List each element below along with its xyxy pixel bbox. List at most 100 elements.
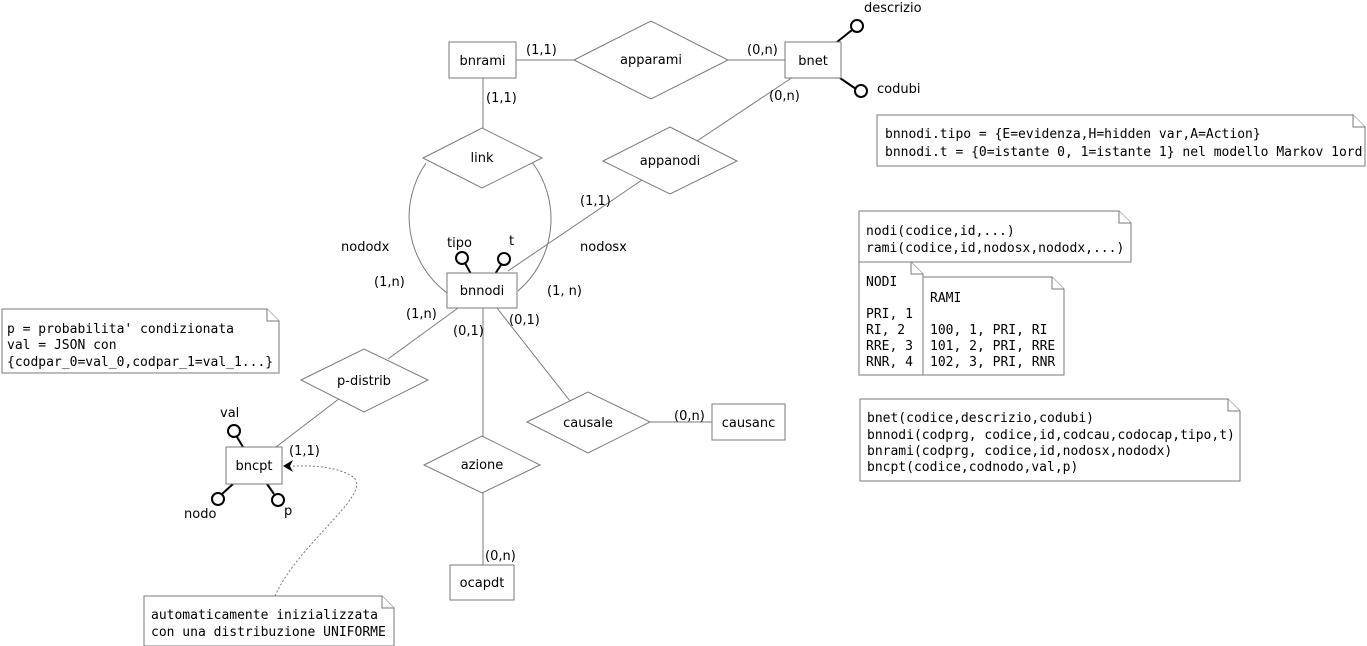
attr-label-codubi: codubi [877,82,920,97]
attr-label-tipo: tipo [447,236,472,251]
note-rami-row: 100, 1, PRI, RI [930,323,1047,338]
attr-circle-nodo [211,492,225,506]
note-rami-row: 102, 3, PRI, RNR [930,355,1055,370]
relationship-label-azione: azione [461,458,504,473]
relationship-apparami[interactable]: apparami [572,20,730,100]
attr-line-nodo [221,483,234,495]
entity-label-ocapdt: ocapdt [460,576,505,591]
note-nodi-example: NODI PRI, 1 RI, 2 RRE, 3 RNR, 4 [858,261,924,376]
note-schema-tables-line: bncpt(codice,codnodo,val,p) [867,460,1078,475]
arc-link-nododx [408,162,448,294]
note-uniform: automaticamente inizializzata con una di… [143,595,395,646]
entity-label-bncpt: bncpt [236,459,273,474]
cardinality-ocapdt-azione: (0,n) [485,549,516,564]
arc-link-nodosx [517,161,552,292]
note-cpt-line: p = probabilita' condizionata [7,322,234,337]
attr-circle-codubi [854,84,868,98]
entity-label-causanc: causanc [722,416,775,431]
role-label-nodosx: nodosx [580,240,627,255]
cardinality-bnnodi-link-dx: (1,n) [374,275,405,290]
cardinality-bnnodi-link-sx: (1, n) [547,284,582,299]
attributes: descrizio codubi tipo t val nodo p [184,1,922,522]
note-cpt-line: val = JSON con [7,338,117,353]
relationship-appanodi[interactable]: appanodi [601,126,739,195]
entity-ocapdt[interactable]: ocapdt [449,564,515,601]
note-schema-tables-line: bnrami(codprg, codice,id,nodosx,nododx) [867,444,1172,459]
entity-bncpt[interactable]: bncpt [225,446,283,485]
relationship-p-distrib[interactable]: p-distrib [299,348,430,413]
note-nodi-row: PRI, 1 [866,307,913,322]
attr-circle-t [497,252,511,266]
cardinality-bnet-appanodi: (0,n) [769,89,800,104]
note-schema-tables-line: bnnodi(codprg, codice,id,codcau,codocap,… [867,428,1235,443]
cardinality-bnnodi-appanodi: (1,1) [580,194,611,209]
line-bnnodi-pdistrib [387,307,459,360]
note-rami-row: 101, 2, PRI, RRE [930,339,1055,354]
entity-bnnodi[interactable]: bnnodi [446,272,518,309]
note-cpt: p = probabilita' condizionata val = JSON… [1,308,280,374]
attr-line-p [266,483,275,495]
note-uniform-line: con una distribuzione UNIFORME [151,625,386,640]
entity-label-bnet: bnet [798,54,828,69]
cardinality-bnrami-apparami: (1,1) [526,43,557,58]
note-schema-generic: nodi(codice,id,...) rami(codice,id,nodos… [858,210,1132,263]
attr-label-t: t [509,234,514,249]
connections [274,59,794,597]
attr-label-p: p [284,504,292,519]
line-bnnodi-causale [496,307,571,402]
attr-circle-tipo [455,251,469,265]
note-rami-example: RAMI 100, 1, PRI, RI 101, 2, PRI, RRE 10… [922,276,1065,376]
note-uniform-line: automaticamente inizializzata [151,608,378,623]
arrow-head-icon [283,460,293,472]
line-pdistrib-bncpt [275,397,341,448]
relationship-azione[interactable]: azione [422,435,542,494]
entity-causanc[interactable]: causanc [711,403,786,441]
entity-bnrami[interactable]: bnrami [448,41,517,79]
relationship-label-apparami: apparami [620,53,682,68]
cardinalities: (1,1) (0,n) (1,1) (0,n) (1,1) (1,n) (1, … [289,43,800,564]
role-label-nododx: nododx [341,240,390,255]
attr-label-val: val [220,406,239,421]
note-schema-tables: bnet(codice,descrizio,codubi) bnnodi(cod… [859,398,1241,482]
attr-label-nodo: nodo [184,507,216,522]
attr-circle-p [271,493,285,507]
note-nodi-title: NODI [866,275,897,290]
attr-label-descrizio: descrizio [864,1,922,16]
note-schema-tables-line: bnet(codice,descrizio,codubi) [867,411,1094,426]
note-nodi-row: RRE, 3 [866,339,913,354]
cardinality-bnnodi-azione: (0,1) [453,324,484,339]
attr-circle-val [227,424,241,438]
cardinality-bnet-apparami: (0,n) [747,43,778,58]
note-schema-generic-line: nodi(codice,id,...) [866,224,1015,239]
note-tipo-line: bnnodi.tipo = {E=evidenza,H=hidden var,A… [885,127,1261,142]
attr-line-val [236,436,244,448]
attr-line-tipo [464,262,472,275]
line-appanodi-bnnodi [507,179,643,272]
note-nodi-row: RNR, 4 [866,355,913,370]
cardinality-bnnodi-causale: (0,1) [509,313,540,328]
relationship-link[interactable]: link [421,127,544,189]
note-rami-title: RAMI [930,291,961,306]
entity-label-bnrami: bnrami [459,54,505,69]
note-connector-dotted [274,465,358,597]
cardinality-bnnodi-pdistrib: (1,n) [406,307,437,322]
relationship-causale[interactable]: causale [525,391,652,454]
note-tipo-line: bnnodi.t = {0=istante 0, 1=istante 1} ne… [885,145,1362,160]
line-bnet-appanodi [696,76,794,142]
attr-line-codubi [839,77,857,90]
attr-line-descrizio [836,29,853,43]
note-schema-generic-line: rami(codice,id,nodosx,nododx,...) [866,241,1124,256]
relationship-label-appanodi: appanodi [640,154,701,169]
note-cpt-line: {codpar_0=val_0,codpar_1=val_1...} [7,355,273,370]
note-nodi-row: RI, 2 [866,323,905,338]
note-tipo: bnnodi.tipo = {E=evidenza,H=hidden var,A… [876,114,1366,167]
cardinality-bncpt-pdistrib: (1,1) [289,444,320,459]
attr-circle-descrizio [850,19,864,33]
relationship-label-p-distrib: p-distrib [337,374,391,389]
relationship-label-link: link [471,151,494,166]
entity-bnet[interactable]: bnet [784,41,842,79]
cardinality-causanc-causale: (0,n) [674,409,705,424]
cardinality-bnrami-link: (1,1) [486,91,517,106]
relationship-label-causale: causale [563,416,613,431]
